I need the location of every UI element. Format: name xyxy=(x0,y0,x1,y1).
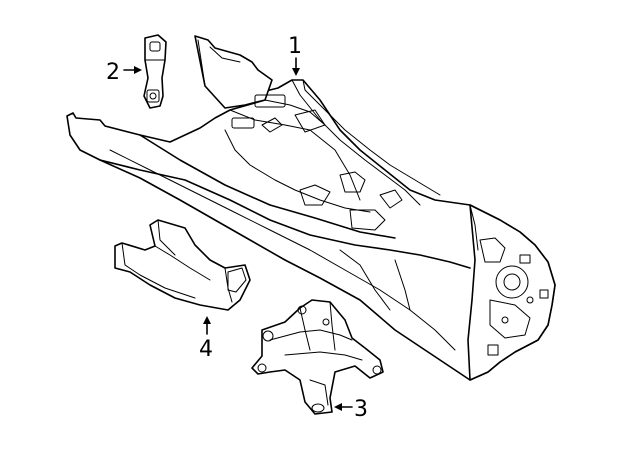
callout-3: 3 xyxy=(334,397,368,422)
callout-4: 4 xyxy=(199,316,213,362)
mount-bracket-part-3 xyxy=(251,299,384,415)
callout-2: 2 xyxy=(106,60,142,85)
center-console-part xyxy=(66,35,556,381)
callout-label-3: 3 xyxy=(354,397,368,422)
bracket-part-2 xyxy=(143,34,167,109)
callout-label-1: 1 xyxy=(288,34,302,59)
callout-label-4: 4 xyxy=(199,337,213,362)
callout-label-2: 2 xyxy=(106,60,120,85)
callout-1: 1 xyxy=(288,34,302,76)
duct-part-4 xyxy=(114,219,251,311)
